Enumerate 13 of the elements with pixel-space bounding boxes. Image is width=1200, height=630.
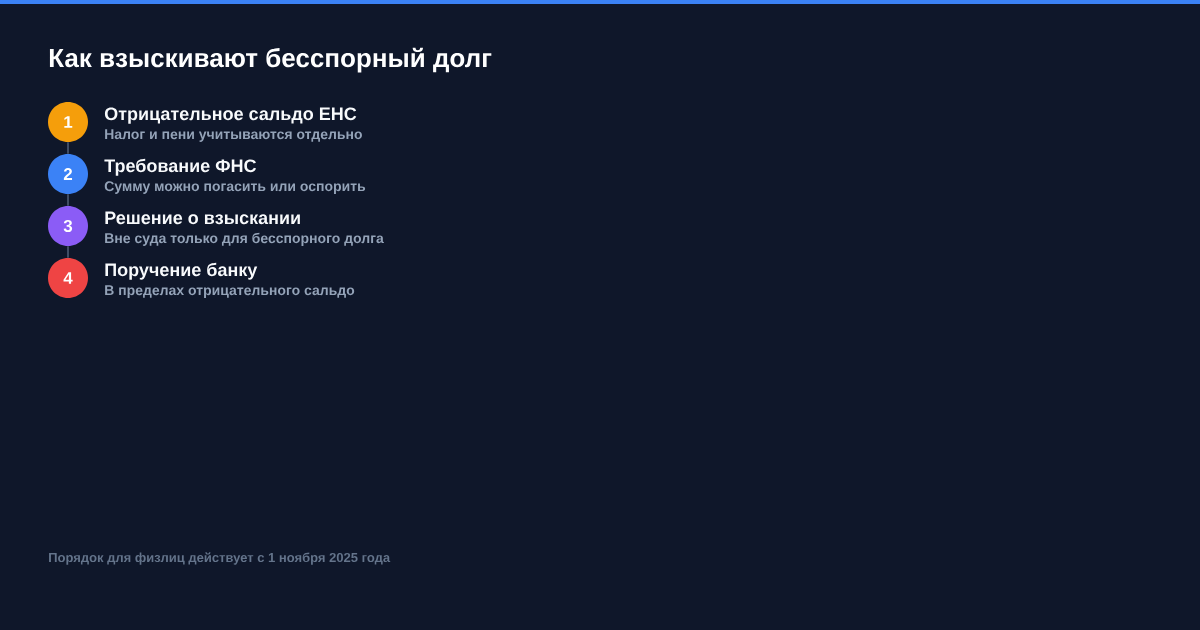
title: Как взыскивают бесспорный долг — [49, 47, 492, 73]
step-title: Требование ФНС — [104, 158, 257, 176]
step-description: Вне суда только для бесспорного долга — [105, 232, 384, 246]
step-title: Поручение банку — [105, 262, 258, 280]
connector-line — [67, 193, 69, 207]
step-title: Отрицательное сальдо ЕНС — [104, 107, 357, 124]
connector-line — [67, 245, 69, 259]
step-description: Налог и пени учитываются отдельно — [105, 129, 362, 142]
step-title: Решение о взыскании — [105, 211, 300, 225]
step-description: В пределах отрицательного сальдо — [105, 285, 355, 298]
step-description: Сумму можно погасить или оспорить — [104, 181, 366, 194]
connector-line — [67, 141, 69, 155]
footnote: Порядок для физлиц действует с 1 ноября 2025 года — [49, 552, 391, 565]
